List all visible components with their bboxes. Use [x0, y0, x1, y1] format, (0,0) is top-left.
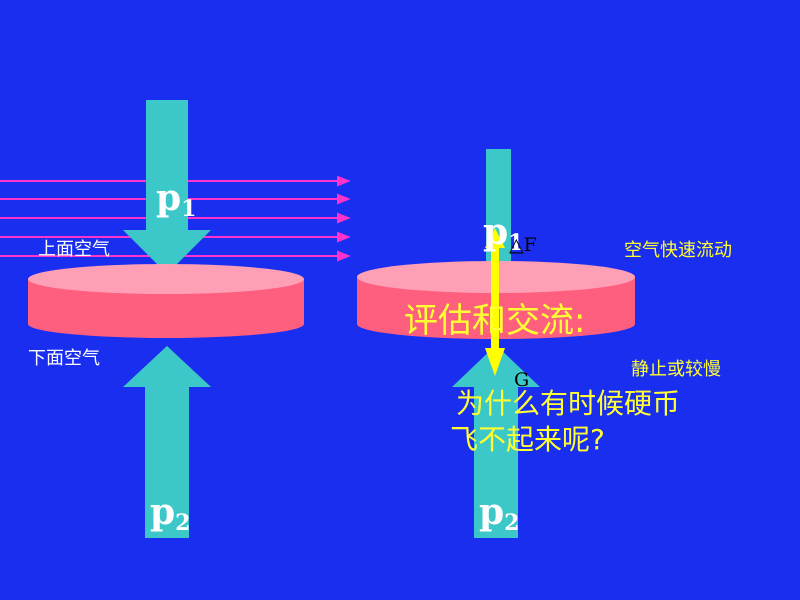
left-p1-sub: 1 — [181, 196, 197, 222]
right-p2-label: p2 — [479, 494, 519, 534]
left-p2-label: p2 — [150, 494, 190, 534]
delta-f-label: △F — [509, 234, 537, 256]
right-p1-base: p — [483, 211, 509, 253]
discussion-question: 为什么有时候硬币 飞不起来呢? — [450, 386, 681, 458]
force-arrows — [485, 228, 505, 376]
slow-air-label: 静止或较慢 — [631, 359, 721, 380]
discussion-title: 评估和交流: — [404, 301, 586, 341]
left-p1-arrow — [123, 100, 211, 274]
left-disk — [28, 264, 304, 338]
right-p1-sub: 1 — [508, 230, 524, 256]
right-p2-arrow — [452, 345, 540, 538]
left-p2-arrow — [123, 346, 211, 538]
left-p1-base: p — [156, 177, 182, 219]
upper-air-label: 上面空气 — [38, 239, 110, 260]
fast-air-label: 空气快速流动 — [624, 240, 732, 261]
question-line-1: 为什么有时候硬币 — [456, 387, 681, 420]
lower-air-label: 下面空气 — [28, 348, 100, 369]
right-p1-label: p1 — [483, 214, 523, 254]
left-p2-base: p — [150, 491, 176, 533]
left-p2-sub: 2 — [175, 510, 191, 536]
left-p1-label: p1 — [156, 180, 196, 220]
g-label: G — [514, 369, 530, 391]
right-p2-base: p — [479, 491, 505, 533]
right-p2-sub: 2 — [504, 510, 520, 536]
question-line-2: 飞不起来呢? — [450, 423, 605, 456]
